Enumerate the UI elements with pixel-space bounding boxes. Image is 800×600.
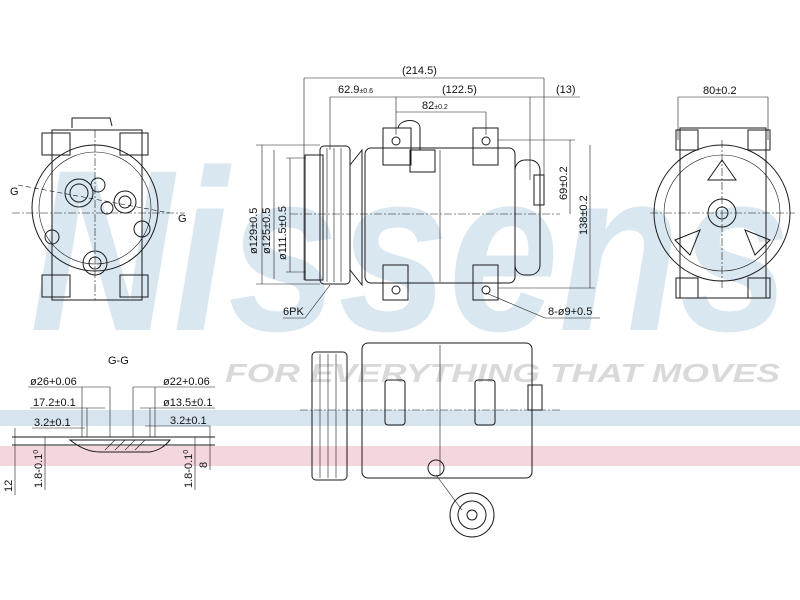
dim-body-length: (122.5) — [442, 84, 477, 96]
section-mark-right: G — [178, 213, 187, 225]
section-right-depth: 1.8-0.10 — [183, 450, 195, 488]
dim-dia-129: ø129±0.5 — [248, 208, 260, 254]
dim-mount-spacing: 82±0.2 — [422, 100, 448, 112]
section-right-d2: ø13.5±0.1 — [163, 397, 212, 409]
rear-view: 80±0.2 — [650, 85, 795, 299]
dim-dia-125: ø125±0.5 — [261, 208, 273, 254]
dim-overall-length: (214.5) — [402, 65, 437, 77]
front-view: G G — [10, 117, 187, 301]
section-right-d3: 3.2±0.1 — [170, 415, 207, 427]
side-view: (214.5) 62.9±0.6 (122.5) (13) 82±0.2 ø12… — [248, 65, 600, 319]
section-right-height: 8 — [198, 462, 210, 468]
section-detail: G-G ø26+0.06 17.2±0.1 3.2±0.1 ø22+0.06 ø… — [3, 355, 215, 495]
bottom-view — [300, 342, 560, 538]
section-title: G-G — [108, 355, 129, 367]
dim-rear-extension: (13) — [556, 84, 576, 96]
watermark-pink-band — [0, 446, 800, 466]
dim-mount-holes: 8-ø9+0.5 — [548, 306, 592, 318]
section-left-height: 12 — [3, 480, 15, 492]
section-left-d2: 17.2±0.1 — [33, 397, 76, 409]
dim-belt-type: 6PK — [283, 306, 304, 318]
section-left-depth: 1.8-0.10 — [33, 450, 45, 488]
dim-dia-111: ø111.5±0.5 — [277, 206, 289, 260]
section-left-d1: ø26+0.06 — [30, 376, 77, 388]
section-mark-left: G — [10, 186, 19, 198]
section-left-d3: 3.2±0.1 — [34, 417, 71, 429]
section-right-d1: ø22+0.06 — [163, 376, 210, 388]
dim-height-69: 69±0.2 — [558, 166, 570, 200]
dim-rear-width: 80±0.2 — [703, 85, 737, 97]
watermark-tagline: FOR EVERYTHING THAT MOVES — [225, 358, 781, 388]
watermark-blue-band — [0, 410, 800, 426]
dim-height-138: 138±0.2 — [578, 195, 590, 235]
dim-pulley-offset: 62.9±0.6 — [338, 84, 373, 96]
